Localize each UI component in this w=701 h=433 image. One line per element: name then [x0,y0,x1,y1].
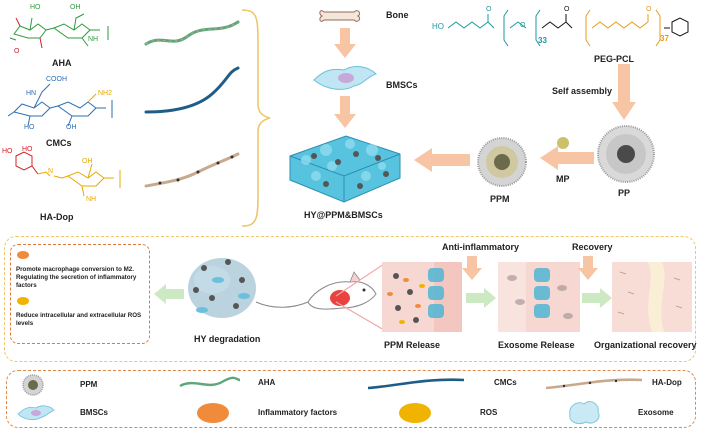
cmcs-oh-text: OH [66,124,77,131]
peg-repeat-text: 33 [538,36,547,45]
aha-nh-text: NH [88,36,99,43]
pcl-o-text: O [646,6,652,13]
bone-label: Bone [386,10,409,20]
hadop-n-text: N [48,168,54,175]
pegpcl-structure [447,9,689,47]
ppm-release-image [382,262,462,332]
pegpcl-label: PEG-PCL [594,54,635,64]
ppm-release-label: PPM Release [384,340,441,350]
bmscs-label: BMSCs [386,80,418,90]
hadop-chain [144,152,240,188]
hy-degradation-icon [188,258,256,318]
ppm-label: PPM [490,194,510,204]
legend-ppm-icon [22,374,44,396]
rat-icon [255,271,377,310]
arrow-recovery [578,256,598,280]
hadop-label: HA-Dop [40,212,74,222]
peg-o3-text: O [564,6,570,13]
anti-inflammatory-label: Anti-inflammatory [442,242,520,252]
arrow-pp-to-ppm [540,146,594,170]
exosome-release-image [498,262,580,332]
cmcs-label: CMCs [46,138,72,148]
legend-ros-icon [399,403,431,423]
process-panel [4,236,696,362]
zoom-lines [335,263,385,331]
cmcs-chain [144,66,240,114]
recovery-label: Recovery [572,242,613,252]
arrow-ppm-to-hydrogel [414,148,470,172]
hadop-ho1-text: HO [2,148,13,155]
mechanism-item-1: Promote macrophage conversion to M2. Reg… [16,266,137,289]
cmcs-structure [8,83,113,127]
legend-exosome-label: Exosome [638,408,674,417]
mechanism-box [10,244,150,344]
organizational-recovery-label: Organizational recovery [594,340,697,350]
ros-icon [17,297,29,305]
hadop-nh-text: NH [86,196,97,203]
legend-inflammatory-label: Inflammatory factors [258,408,338,417]
legend-inflammatory-icon [197,403,229,423]
legend-hadop-label: HA-Dop [652,378,682,387]
self-assembly-label: Self assembly [552,86,613,96]
hadop-structure [15,151,121,197]
hydrogel-icon [289,135,401,203]
peg-o1-text: O [486,6,492,13]
pp-label: PP [618,188,631,198]
arrow-anti-inflammatory [462,256,482,280]
legend-bmscs-icon [17,405,55,421]
ppm-sphere-icon [477,137,527,187]
arrow-pegpcl-to-pp [612,64,636,120]
mechanism-item-2: Reduce intracellular and extracellular R… [16,312,142,327]
polymer-bracket [241,9,271,227]
aha-structure [9,13,109,49]
inflammatory-factor-icon [17,251,29,259]
mp-label: MP [556,174,570,184]
cmcs-nh2-text: NH2 [98,90,113,97]
aha-ho-text: HO [30,4,41,11]
hy-degradation-label: HY degradation [194,334,261,344]
hadop-ho2-text: HO [22,146,33,153]
arrow-bone-to-bmscs [334,28,356,58]
mp-particle-icon [557,137,569,149]
legend [6,370,696,428]
legend-aha-label: AHA [258,378,276,387]
pcl-repeat-text: 37 [660,34,669,43]
legend-exosome-icon [569,401,600,425]
legend-ros-label: ROS [480,408,498,417]
cmcs-ho-text: HO [24,124,35,131]
arrow-to-mechanism [154,284,184,304]
aha-oh-text: OH [70,4,81,11]
peg-ho-text: HO [432,22,444,31]
legend-aha-icon [179,376,241,388]
arrow-green-1 [466,288,496,308]
legend-cmcs-icon [367,378,465,390]
cmcs-hn-text: HN [26,90,37,97]
legend-hadop-icon [545,378,643,390]
aha-chain [144,20,240,46]
hydrogel-label: HY@PPM&BMSCs [304,210,383,220]
legend-bmscs-label: BMSCs [80,408,109,417]
exosome-release-label: Exosome Release [498,340,575,350]
legend-cmcs-label: CMCs [494,378,517,387]
cmcs-cooh-text: COOH [46,76,67,83]
bmsc-cell-icon [313,66,377,90]
peg-o2-text: O [520,22,526,29]
arrow-bmscs-to-hydrogel [334,96,356,128]
hadop-oh-text: OH [82,158,93,165]
legend-ppm-label: PPM [80,380,98,389]
aha-label: AHA [52,58,72,68]
pp-sphere-icon [597,125,655,183]
arrow-green-2 [582,288,612,308]
organizational-recovery-image [612,262,692,332]
aha-o-text: O [14,48,20,55]
bone-icon [319,10,361,22]
